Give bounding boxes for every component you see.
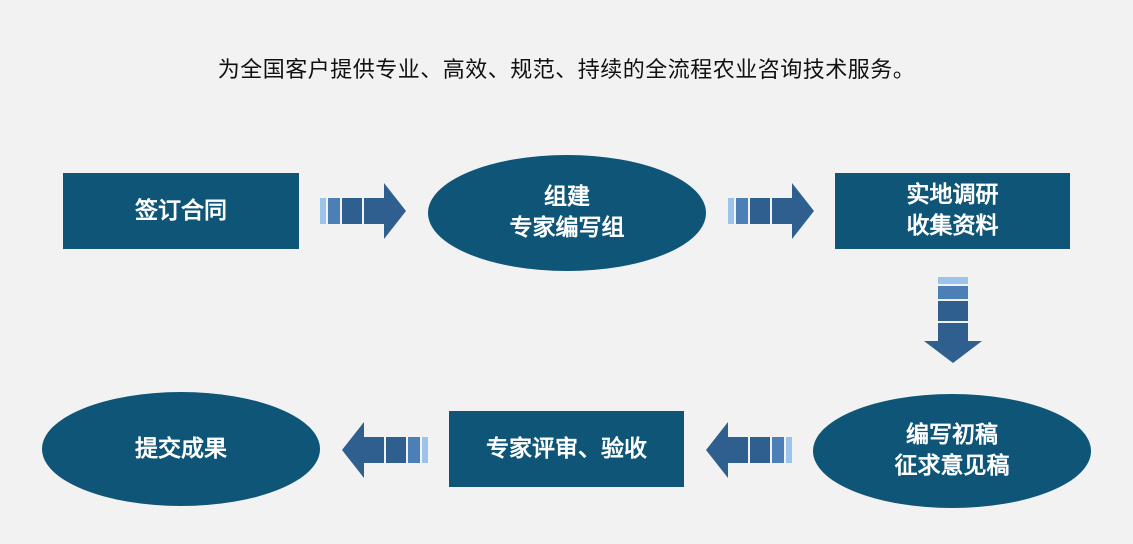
step-label-line1: 编写初稿: [906, 422, 998, 448]
step-draft-writing: 编写初稿 征求意见稿: [813, 394, 1091, 508]
arrow-right-icon: [728, 183, 814, 239]
step-label: 提交成果: [135, 435, 227, 462]
step-form-expert-group: 组建 专家编写组: [428, 155, 706, 271]
step-label-line2: 征求意见稿: [894, 453, 1010, 479]
step-label-line2: 收集资料: [906, 213, 999, 239]
page-title: 为全国客户提供专业、高效、规范、持续的全流程农业咨询技术服务。: [217, 58, 916, 83]
step-label-line1: 组建: [544, 184, 590, 210]
step-submit-results: 提交成果: [42, 392, 320, 506]
arrow-down-icon: [924, 277, 982, 363]
step-label: 签订合同: [135, 197, 227, 224]
step-field-research: 实地调研 收集资料: [835, 173, 1070, 249]
arrow-left-icon: [342, 422, 428, 478]
step-expert-review: 专家评审、验收: [449, 411, 684, 487]
step-label: 专家评审、验收: [486, 435, 647, 462]
arrow-left-icon: [706, 422, 792, 478]
step-label-line2: 专家编写组: [509, 215, 625, 241]
step-sign-contract: 签订合同: [63, 173, 299, 249]
step-label-line1: 实地调研: [906, 182, 999, 208]
arrow-right-icon: [320, 183, 406, 239]
